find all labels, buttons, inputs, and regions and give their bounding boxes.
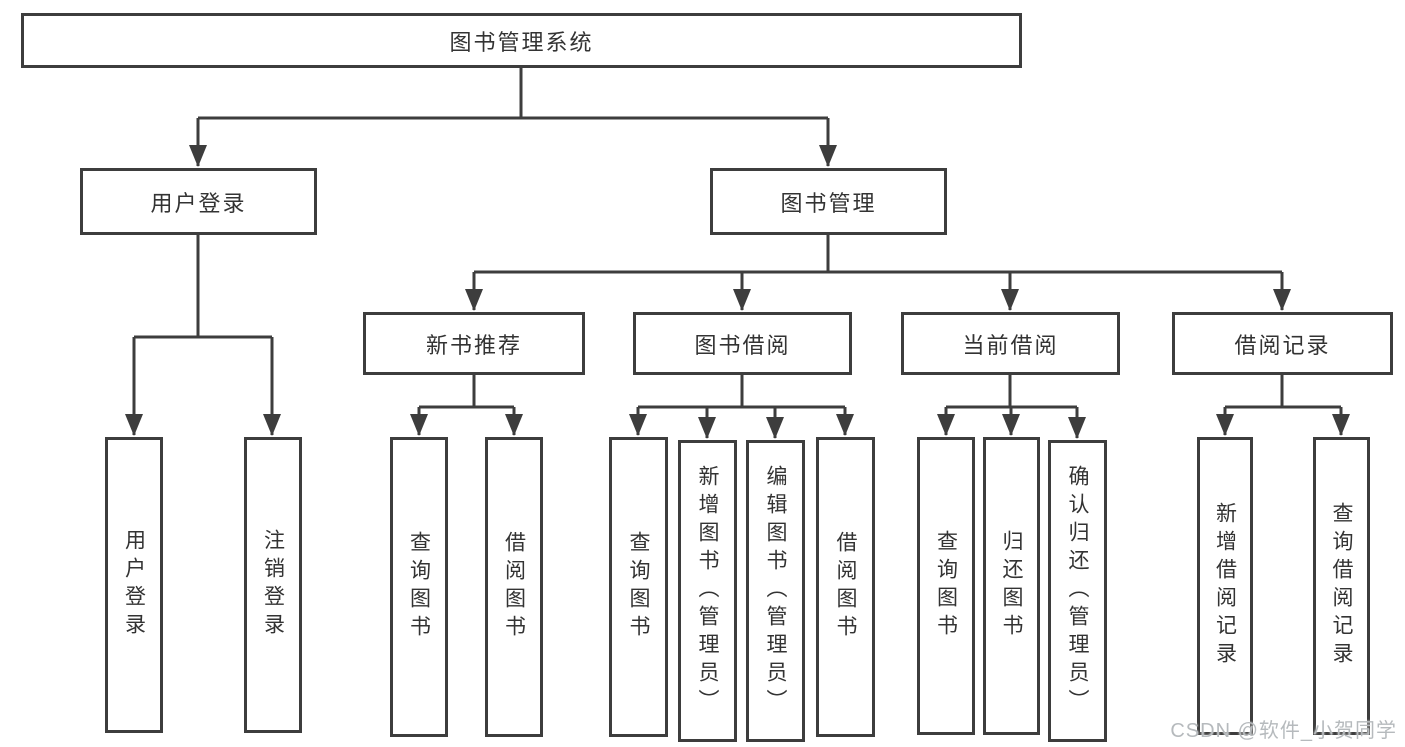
node-borrowing-records: 借阅记录	[1172, 312, 1393, 375]
leaf-current-query-books: 查询图书	[917, 437, 975, 735]
leaf-current-return-books: 归还图书	[983, 437, 1040, 735]
node-current-borrowing: 当前借阅	[901, 312, 1120, 375]
leaf-newbooks-query-books: 查询图书	[390, 437, 448, 737]
leaf-borrowing-query-books: 查询图书	[609, 437, 668, 737]
leaf-records-add-record: 新增借阅记录	[1197, 437, 1253, 735]
leaf-borrowing-borrow-books: 借阅图书	[816, 437, 875, 737]
node-user-login: 用户登录	[80, 168, 317, 235]
leaf-logout: 注销登录	[244, 437, 302, 733]
connector-group	[125, 68, 1350, 439]
node-book-management: 图书管理	[710, 168, 947, 235]
leaf-user-login: 用户登录	[105, 437, 163, 733]
leaf-borrowing-add-books-admin: 新增图书（管理员）	[678, 440, 737, 742]
leaf-borrowing-edit-books-admin: 编辑图书（管理员）	[746, 440, 805, 742]
node-book-borrowing: 图书借阅	[633, 312, 852, 375]
leaf-newbooks-borrow-books: 借阅图书	[485, 437, 543, 737]
node-new-book-recommend: 新书推荐	[363, 312, 585, 375]
node-root-system: 图书管理系统	[21, 13, 1022, 68]
leaf-current-confirm-return-admin: 确认归还（管理员）	[1048, 440, 1107, 742]
leaf-records-query-record: 查询借阅记录	[1313, 437, 1370, 735]
csdn-watermark: CSDN @软件_小贺同学	[1170, 720, 1397, 742]
